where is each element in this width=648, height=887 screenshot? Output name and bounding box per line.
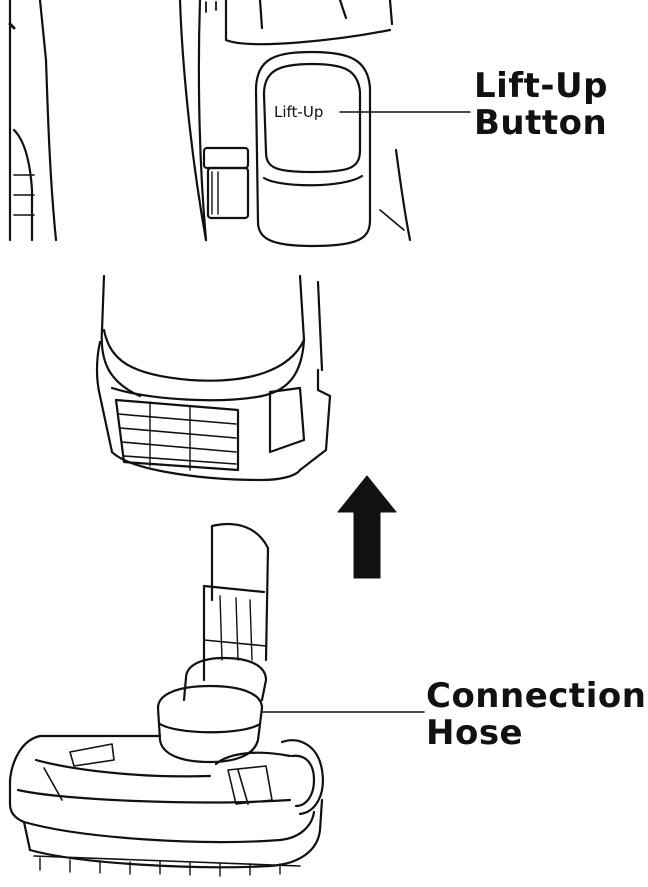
floor-head	[8, 522, 425, 877]
connection-hose-callout: Connection Hose	[426, 678, 646, 752]
hose-callout-line1: Connection	[426, 676, 647, 716]
lift-up-button-text: Lift-Up	[274, 103, 323, 121]
lift-up-callout-line2: Button	[474, 103, 608, 143]
hose-callout-line2: Hose	[426, 713, 524, 753]
lift-up-button-callout: Lift-Up Button	[474, 68, 608, 142]
handle-detail: Lift-Up	[8, 0, 471, 248]
main-body-base	[95, 274, 332, 482]
up-arrow	[337, 475, 397, 579]
lift-up-callout-line1: Lift-Up	[474, 66, 608, 106]
